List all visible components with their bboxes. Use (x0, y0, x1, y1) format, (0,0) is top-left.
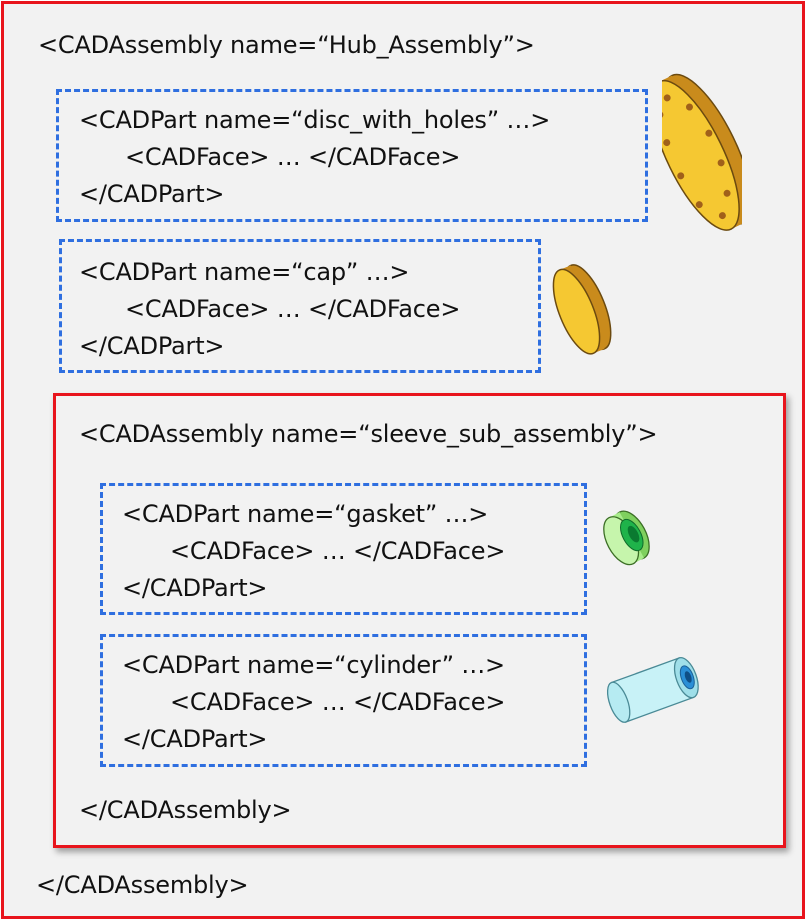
sub-assembly-close-tag: </CADAssembly> (79, 796, 292, 824)
hub-assembly-close-tag: </CADAssembly> (36, 871, 249, 899)
part-box-cylinder (100, 634, 587, 767)
disc-with-holes-icon (662, 73, 742, 231)
part-box-gasket (100, 483, 587, 615)
part-open-tag: <CADPart name=“cap” …> (79, 258, 410, 286)
part-face-tag: <CADFace> … </CADFace> (170, 537, 506, 565)
sleeve-sub-assembly-box (53, 393, 786, 848)
part-open-tag: <CADPart name=“cylinder” …> (122, 651, 505, 679)
part-open-tag: <CADPart name=“gasket” …> (122, 500, 489, 528)
part-box-cap (59, 239, 541, 373)
cap-icon (552, 264, 612, 355)
part-face-tag: <CADFace> … </CADFace> (170, 688, 506, 716)
part-face-tag: <CADFace> … </CADFace> (125, 143, 461, 171)
part-close-tag: </CADPart> (79, 332, 225, 360)
part-close-tag: </CADPart> (122, 725, 268, 753)
part-face-tag: <CADFace> … </CADFace> (125, 295, 461, 323)
cylinder-icon (606, 656, 699, 723)
part-box-disc-with-holes (56, 89, 648, 222)
hub-assembly-open-tag: <CADAssembly name=“Hub_Assembly”> (38, 31, 535, 59)
part-open-tag: <CADPart name=“disc_with_holes” …> (79, 106, 551, 134)
part-close-tag: </CADPart> (79, 180, 225, 208)
part-close-tag: </CADPart> (122, 574, 268, 602)
gasket-icon (603, 510, 650, 566)
sub-assembly-open-tag: <CADAssembly name=“sleeve_sub_assembly”> (79, 420, 658, 448)
